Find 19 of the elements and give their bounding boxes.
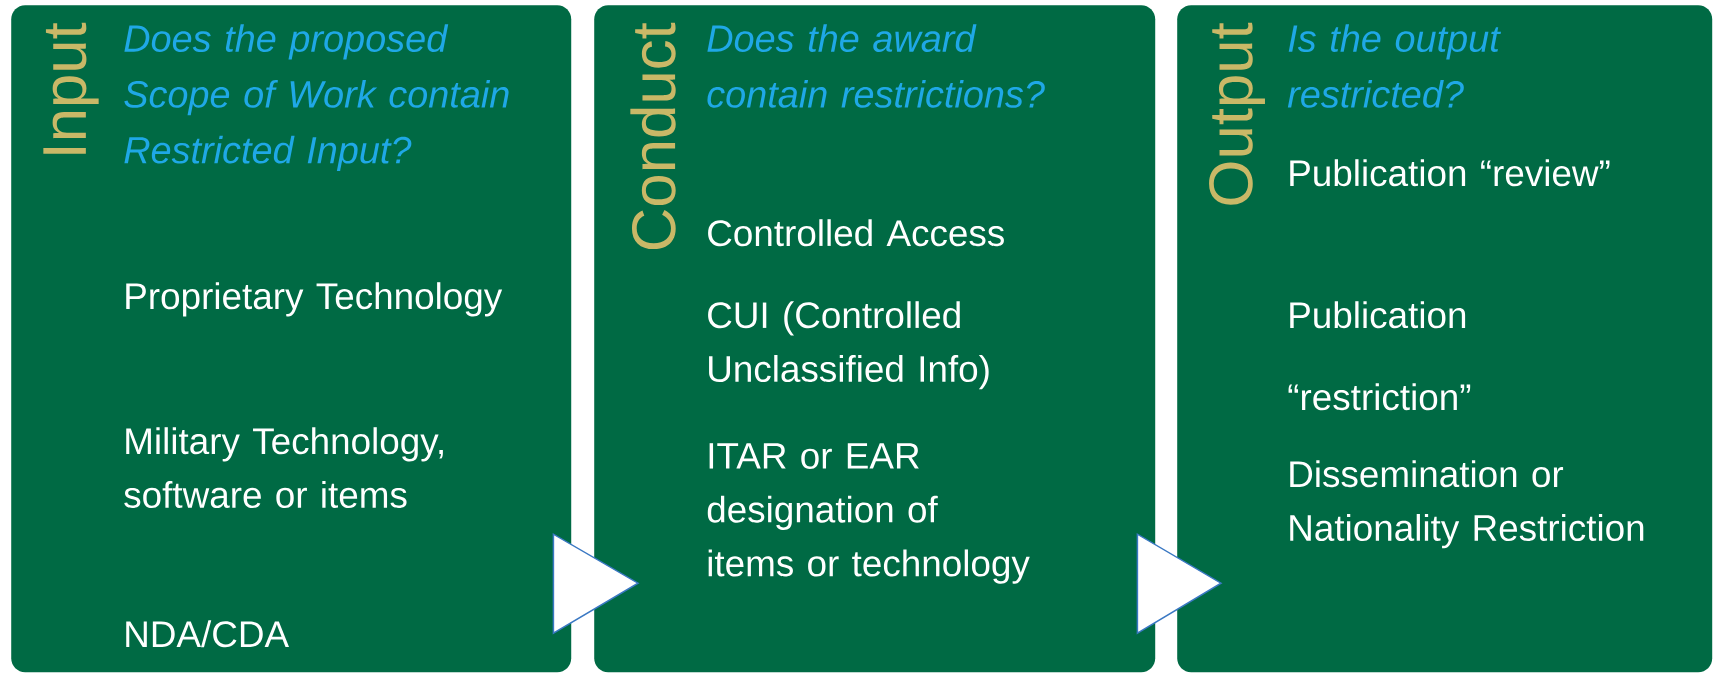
item-text: Proprietary Technology [126, 282, 503, 317]
item-text: Controlled Access [708, 219, 1004, 247]
item-text: “restriction” [1288, 383, 1471, 411]
item-text: Military Technology, software or items [124, 427, 443, 509]
panel-title: Output [1209, 22, 1265, 205]
item-text: Publication “review” [1290, 159, 1610, 187]
panel [594, 5, 1156, 673]
panel-title: Input [43, 22, 99, 154]
question-text: Does the proposed Scope of Work contain Restricted Input? [124, 24, 509, 172]
item-text: NDA/CDA [126, 620, 289, 648]
panel [11, 5, 572, 673]
question-text: Does the award contain restrictions? [707, 24, 1045, 108]
panel-title: Conduct [630, 22, 676, 250]
item-text: Publication [1290, 301, 1466, 329]
item-text: Dissemination or Nationality Restriction [1290, 460, 1644, 549]
item-text: ITAR or EAR designation of items or technology [707, 443, 1030, 584]
question-text: Is the output restricted? [1287, 24, 1502, 108]
panel [1177, 5, 1713, 673]
item-text: CUI (Controlled Unclassified Info) [708, 301, 989, 390]
